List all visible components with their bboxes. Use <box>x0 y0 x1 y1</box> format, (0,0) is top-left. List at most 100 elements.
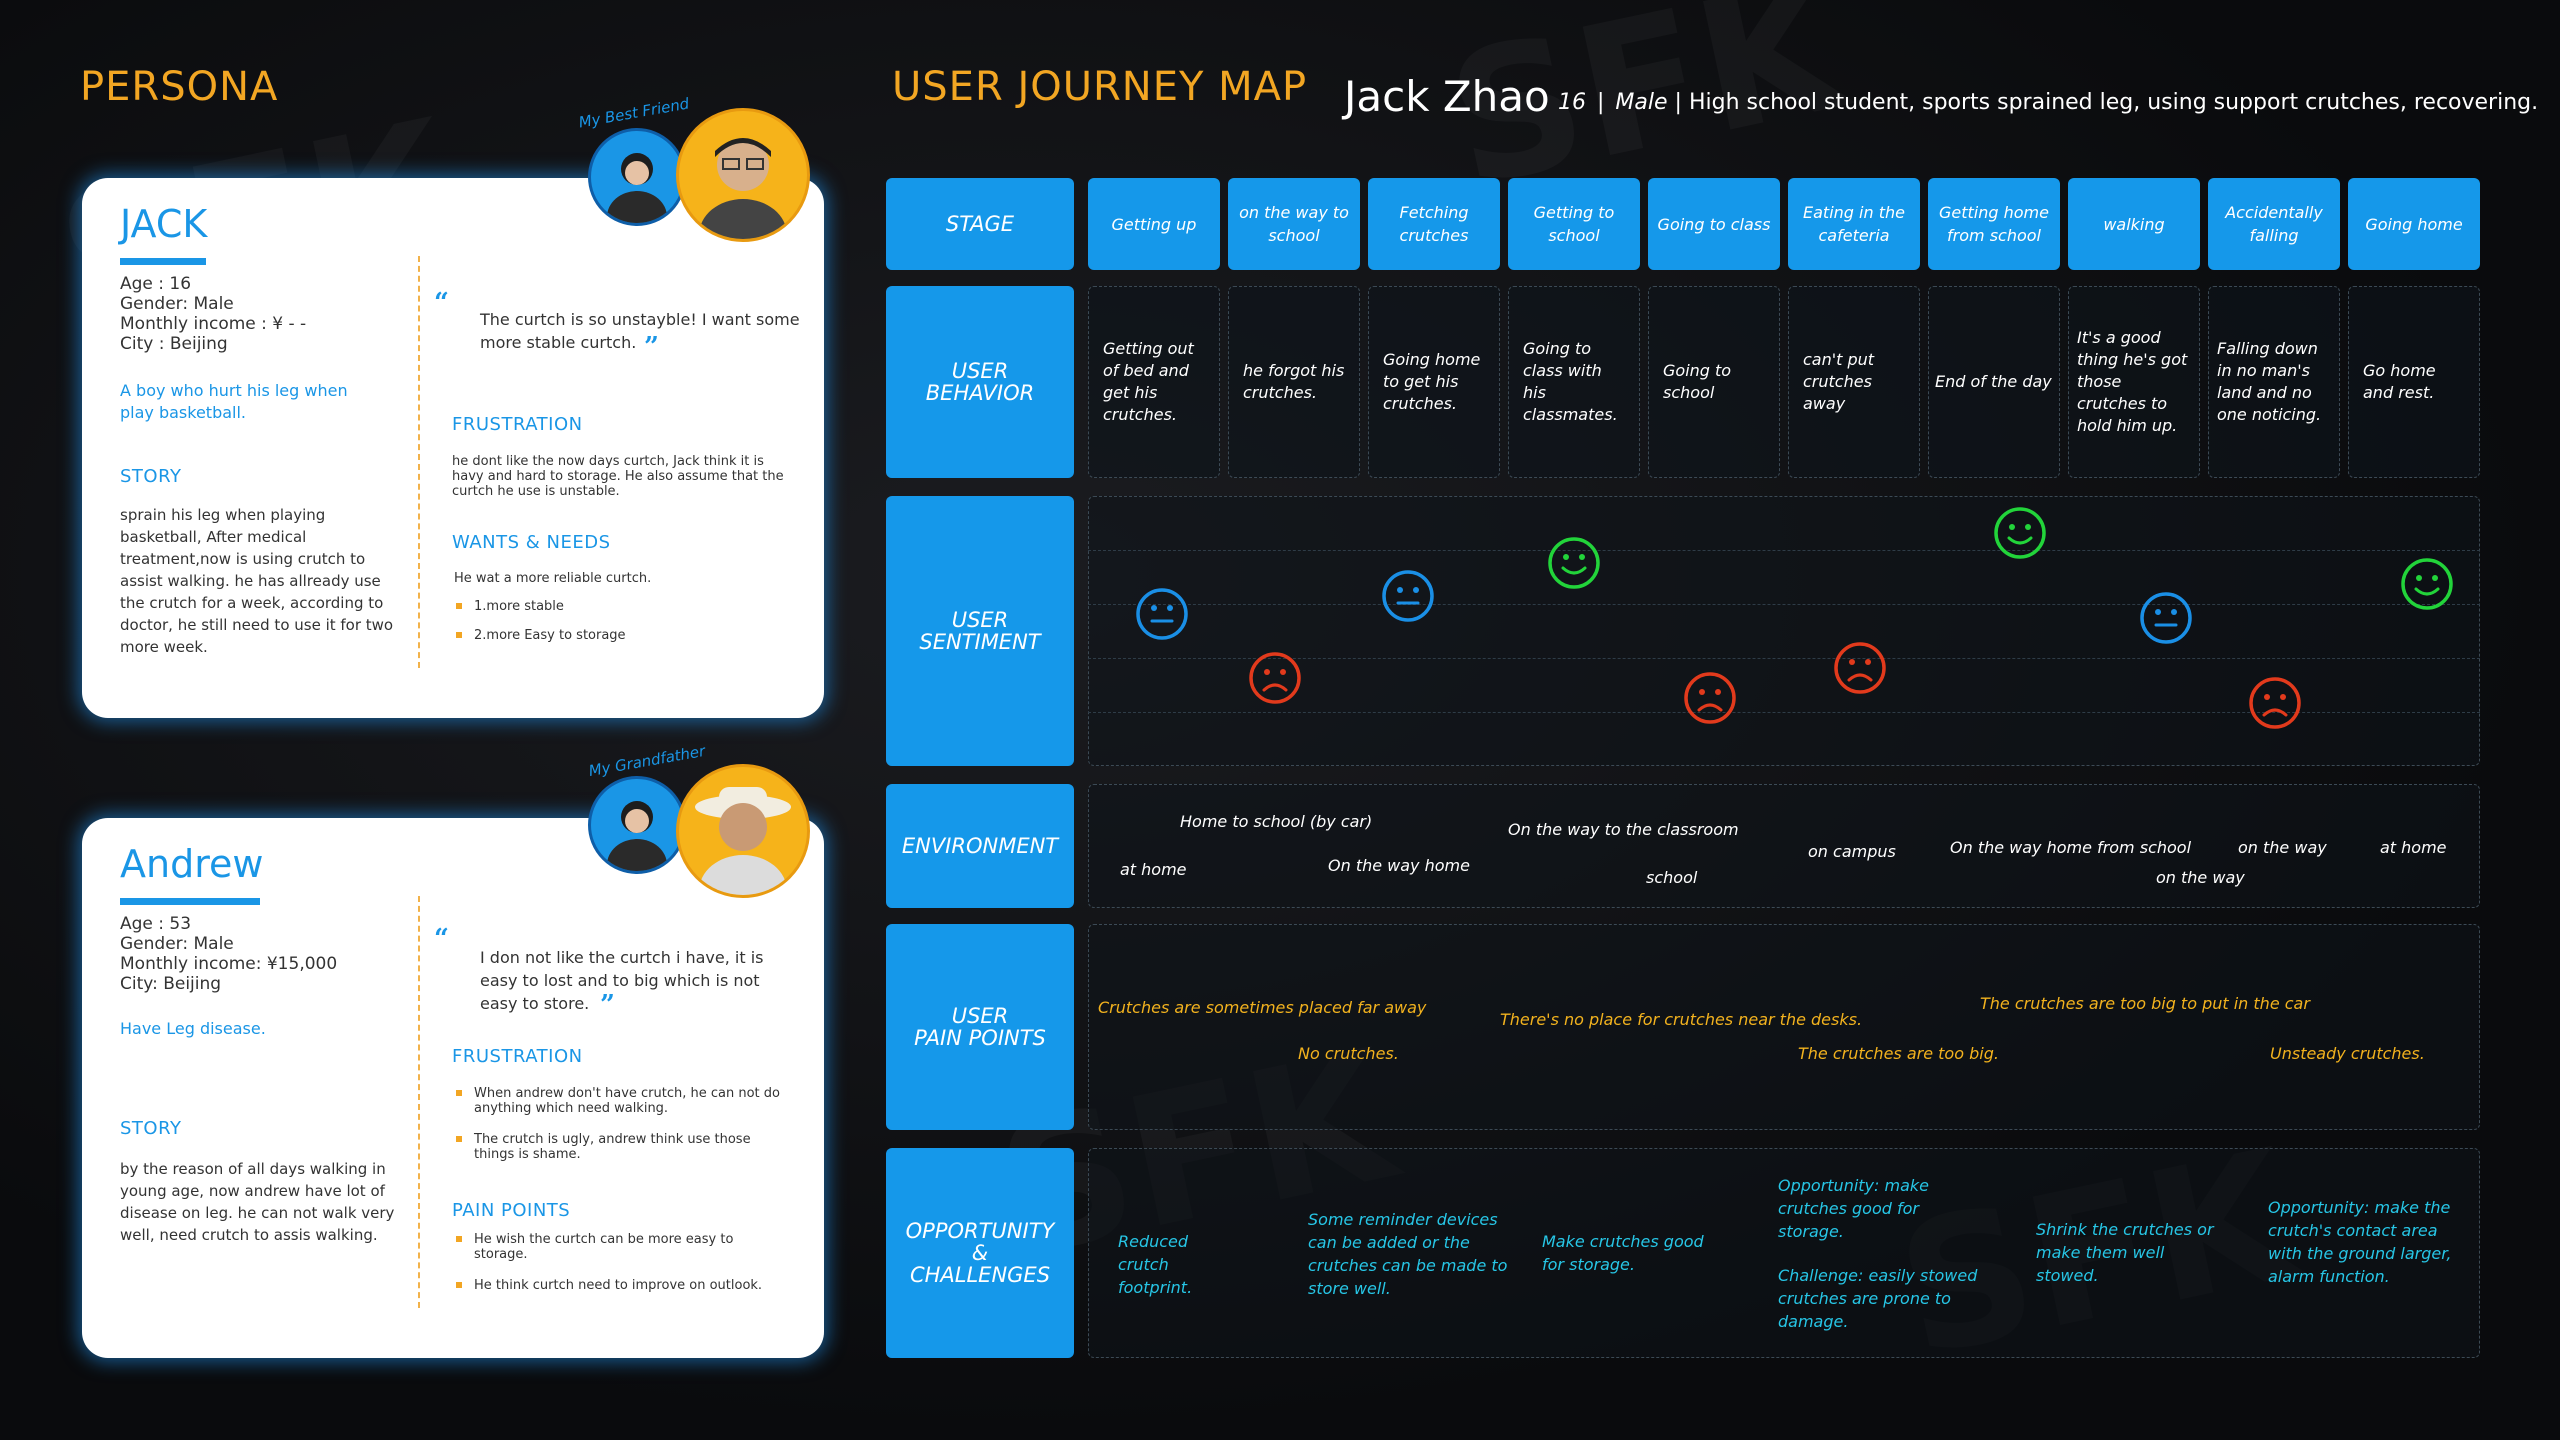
relationship-tag: My Best Friend <box>577 94 691 132</box>
persona-age: 16 <box>1558 90 1586 115</box>
pain-points-heading: PAIN POINTS <box>452 1200 571 1221</box>
persona-card-jack: JACK Age : 16 Gender: Male Monthly incom… <box>82 178 824 718</box>
stage-cell: Going to class <box>1648 178 1780 270</box>
quote-open-icon: “ <box>434 288 449 318</box>
story-heading: STORY <box>120 1118 182 1139</box>
quote-open-icon: “ <box>434 924 449 954</box>
behavior-cell: End of the day <box>1928 286 2060 478</box>
divider <box>418 896 420 1308</box>
environment-label: On the way home from school <box>1950 838 2192 857</box>
quote-text: I don not like the curtch i have, it is … <box>480 948 764 1013</box>
pain-point-label: Unsteady crutches. <box>2270 1044 2425 1063</box>
quote-close-icon: ” <box>644 332 659 362</box>
opportunity-label: Shrink the crutches or make them well st… <box>2036 1220 2214 1285</box>
environment-label: school <box>1646 868 1698 887</box>
opportunity-label: Make crutches good for storage. <box>1542 1232 1704 1274</box>
behavior-cell: Getting out of bed and get his crutches. <box>1088 286 1220 478</box>
sad-face-icon <box>1249 652 1301 704</box>
sentiment-gridline <box>1088 604 2480 605</box>
pain-point-label: The crutches are too big to put in the c… <box>1980 994 2310 1013</box>
behavior-cell: Going to school <box>1648 286 1780 478</box>
stage-cell: Getting up <box>1088 178 1220 270</box>
behavior-cell: Going to class with his classmates. <box>1508 286 1640 478</box>
happy-face-icon <box>1548 537 1600 589</box>
journey-map-title: USER JOURNEY MAP <box>892 64 1308 110</box>
row-label-behavior: USER BEHAVIOR <box>886 286 1074 478</box>
happy-face-icon <box>1994 507 2046 559</box>
separator: | <box>1597 90 1605 115</box>
frustration-heading: FRUSTRATION <box>452 1046 583 1067</box>
behavior-cell: he forgot his crutches. <box>1228 286 1360 478</box>
opportunity-label: Opportunity: make crutches good for stor… <box>1778 1176 1929 1241</box>
sentiment-gridline <box>1088 712 2480 713</box>
behavior-cell: Going home to get his crutches. <box>1368 286 1500 478</box>
persona-card-note: Have Leg disease. <box>120 1019 266 1038</box>
stage-cell: Going home <box>2348 178 2480 270</box>
row-label-stage: STAGE <box>886 178 1074 270</box>
name-underline <box>120 258 206 265</box>
pain-points-panel <box>1088 924 2480 1130</box>
frustration-heading: FRUSTRATION <box>452 414 583 435</box>
sad-face-icon <box>2249 677 2301 729</box>
stage-cell: Fetching crutches <box>1368 178 1500 270</box>
neutral-face-icon <box>1382 570 1434 622</box>
sentiment-gridline <box>1088 550 2480 551</box>
persona-name: Jack Zhao <box>1344 72 1550 121</box>
opportunity-label: Challenge: easily stowed crutches are pr… <box>1778 1266 1978 1331</box>
quote-text: The curtch is so unstayble! I want some … <box>480 310 800 352</box>
environment-label: on the way <box>2238 838 2327 857</box>
environment-label: On the way to the classroom <box>1508 820 1739 839</box>
environment-label: Home to school (by car) <box>1180 812 1373 831</box>
sentiment-panel <box>1088 496 2480 766</box>
opportunity-label: Opportunity: make the crutch's contact a… <box>2268 1198 2452 1286</box>
environment-label: at home <box>1120 860 1187 879</box>
relationship-tag: My Grandfather <box>587 741 707 781</box>
avatar <box>588 776 686 874</box>
persona-card-note: A boy who hurt his leg when play basketb… <box>120 381 348 422</box>
happy-face-icon <box>2401 558 2453 610</box>
quote-close-icon: ” <box>600 990 615 1020</box>
pain-point-label: There's no place for crutches near the d… <box>1500 1010 1863 1029</box>
avatar <box>676 764 810 898</box>
stage-cell: Getting to school <box>1508 178 1640 270</box>
pain-point-item: He wish the curtch can be more easy to s… <box>454 1232 774 1262</box>
wants-heading: WANTS & NEEDS <box>452 532 611 553</box>
behavior-cell: Falling down in no man's land and no one… <box>2208 286 2340 478</box>
opportunity-label: Some reminder devices can be added or th… <box>1308 1210 1508 1298</box>
wants-item: 1.more stable <box>454 599 564 614</box>
environment-label: on campus <box>1808 842 1896 861</box>
frustration-item: When andrew don't have crutch, he can no… <box>454 1086 794 1116</box>
avatar <box>588 128 686 226</box>
stage-cell: on the way to school <box>1228 178 1360 270</box>
behavior-cell: It's a good thing he's got those crutche… <box>2068 286 2200 478</box>
frustration-item: The crutch is ugly, andrew think use tho… <box>454 1132 794 1162</box>
persona-gender: Male <box>1615 90 1668 115</box>
persona-summary: 16 | Male | High school student, sports … <box>1558 90 2538 115</box>
pain-point-label: No crutches. <box>1298 1044 1399 1063</box>
row-label-sentiment: USER SENTIMENT <box>886 496 1074 766</box>
story-text: by the reason of all days walking in you… <box>120 1160 395 1244</box>
persona-card-info: Age : 16 Gender: Male Monthly income : ¥… <box>120 274 307 354</box>
avatar <box>676 108 810 242</box>
frustration-text: he dont like the now days curtch, Jack t… <box>452 454 784 499</box>
persona-card-andrew: Andrew Age : 53 Gender: Male Monthly inc… <box>82 818 824 1358</box>
neutral-face-icon <box>1136 588 1188 640</box>
persona-card-name: Andrew <box>120 842 264 886</box>
persona-description: | High school student, sports sprained l… <box>1674 90 2539 115</box>
pain-point-label: The crutches are too big. <box>1798 1044 1999 1063</box>
wants-item: 2.more Easy to storage <box>454 628 626 643</box>
row-label-pain-points: USER PAIN POINTS <box>886 924 1074 1130</box>
pain-point-item: He think curtch need to improve on outlo… <box>454 1278 774 1293</box>
pain-point-label: Crutches are sometimes placed far away <box>1098 998 1427 1017</box>
persona-title: PERSONA <box>80 64 279 110</box>
neutral-face-icon <box>2140 592 2192 644</box>
environment-label: on the way <box>2156 868 2245 887</box>
behavior-cell: Go home and rest. <box>2348 286 2480 478</box>
stage-cell: walking <box>2068 178 2200 270</box>
story-text: sprain his leg when playing basketball, … <box>120 506 394 656</box>
persona-card-name: JACK <box>120 202 208 246</box>
opportunity-label: Reduced crutch footprint. <box>1118 1232 1193 1297</box>
environment-label: at home <box>2380 838 2447 857</box>
wants-intro: He wat a more reliable curtch. <box>454 571 652 586</box>
story-heading: STORY <box>120 466 182 487</box>
